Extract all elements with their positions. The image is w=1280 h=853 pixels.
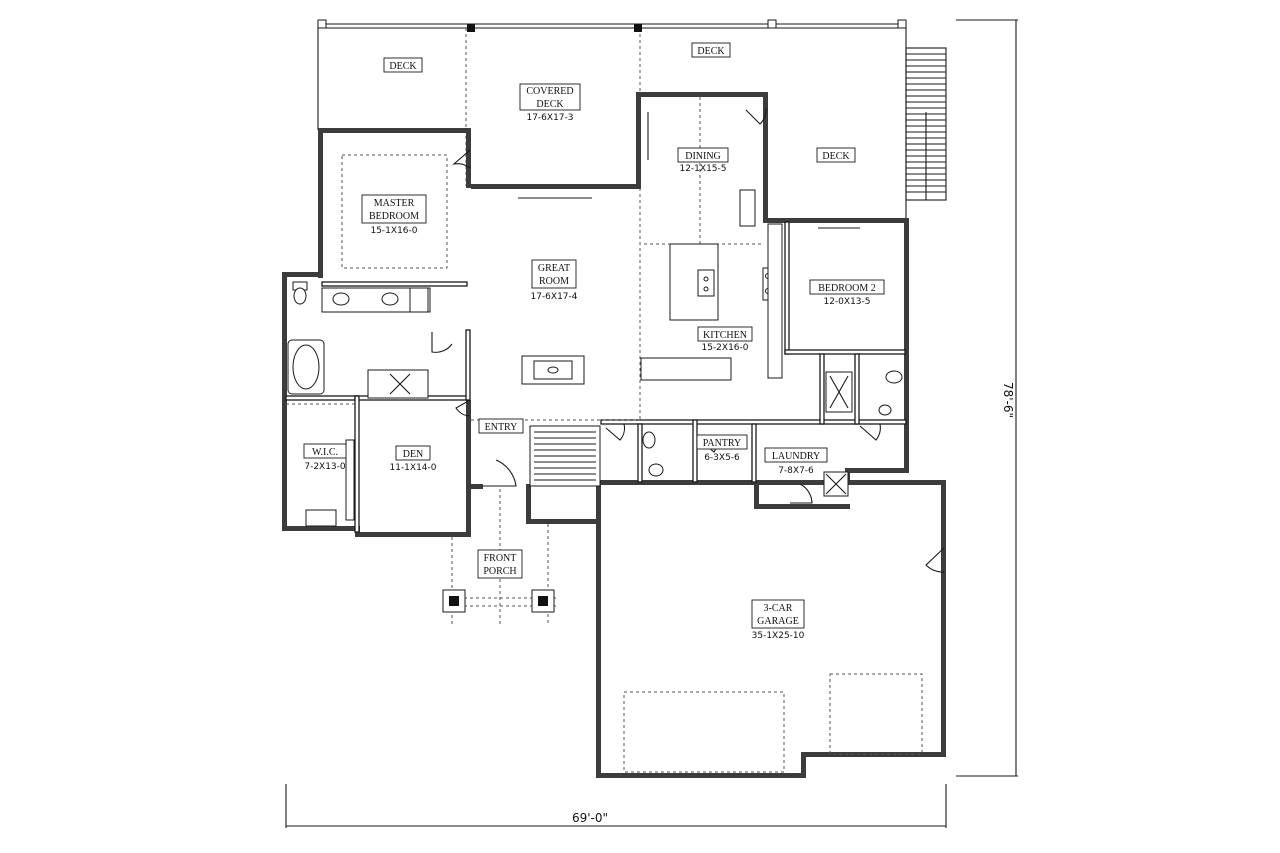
svg-text:GREAT: GREAT: [538, 263, 570, 274]
svg-text:PORCH: PORCH: [483, 566, 516, 577]
room-label-covered-deck: COVERED DECK 17-6X17-3: [519, 83, 581, 123]
svg-text:PANTRY: PANTRY: [703, 438, 742, 449]
svg-text:BEDROOM 2: BEDROOM 2: [818, 283, 876, 294]
room-label-laundry: LAUNDRY 7-8X7-6: [764, 447, 828, 476]
room-label-pantry: PANTRY 6-3X5-6: [696, 434, 748, 463]
svg-text:DECK: DECK: [822, 151, 850, 162]
svg-text:GARAGE: GARAGE: [757, 616, 799, 627]
interior-walls: [285, 221, 907, 533]
svg-text:3-CAR: 3-CAR: [764, 603, 793, 614]
svg-text:DECK: DECK: [697, 46, 725, 57]
svg-text:KITCHEN: KITCHEN: [703, 330, 747, 341]
svg-text:17-6X17-4: 17-6X17-4: [530, 292, 577, 302]
room-label-deck-top: DECK: [691, 42, 731, 58]
svg-text:15-2X16-0: 15-2X16-0: [701, 343, 748, 353]
room-label-wic: W.I.C. 7-2X13-0: [303, 443, 347, 472]
room-label-entry: ENTRY: [478, 418, 524, 434]
room-label-bedroom-2: BEDROOM 2 12-0X13-5: [809, 279, 885, 307]
svg-text:LAUNDRY: LAUNDRY: [772, 451, 820, 462]
svg-text:ENTRY: ENTRY: [485, 422, 518, 433]
svg-text:7-2X13-0: 7-2X13-0: [304, 462, 346, 472]
svg-text:W.I.C.: W.I.C.: [312, 447, 338, 458]
room-label-front-porch: FRONT PORCH: [477, 549, 523, 579]
room-label-deck-right: DECK: [816, 147, 856, 163]
room-label-garage: 3-CAR GARAGE 35-1X25-10: [751, 599, 805, 641]
room-label-dining: DINING 12-1X15-5: [677, 147, 729, 174]
room-label-den: DEN 11-1X14-0: [389, 445, 437, 473]
dimension-depth: 78'-6": [956, 19, 1018, 777]
deck-outline: [317, 19, 907, 222]
svg-text:17-6X17-3: 17-6X17-3: [526, 113, 573, 123]
room-label-deck-left: DECK: [383, 57, 423, 73]
dimension-width: 69'-0": [285, 784, 947, 828]
svg-text:69'-0": 69'-0": [572, 811, 608, 825]
svg-text:78'-6": 78'-6": [1001, 382, 1015, 418]
walls: [282, 92, 946, 778]
svg-text:ROOM: ROOM: [539, 276, 569, 287]
svg-text:DECK: DECK: [536, 99, 564, 110]
room-label-master-bedroom: MASTER BEDROOM 15-1X16-0: [361, 194, 427, 236]
deck-stairs: [905, 47, 947, 201]
svg-text:FRONT: FRONT: [484, 553, 517, 564]
doors: [431, 107, 945, 573]
svg-text:MASTER: MASTER: [374, 198, 415, 209]
svg-text:35-1X25-10: 35-1X25-10: [752, 631, 805, 641]
svg-text:BEDROOM: BEDROOM: [369, 211, 419, 222]
svg-text:12-1X15-5: 12-1X15-5: [679, 164, 726, 174]
room-label-great-room: GREAT ROOM 17-6X17-4: [530, 259, 578, 302]
svg-text:COVERED: COVERED: [526, 86, 573, 97]
svg-text:15-1X16-0: 15-1X16-0: [370, 226, 417, 236]
svg-text:7-8X7-6: 7-8X7-6: [778, 466, 814, 476]
svg-text:DECK: DECK: [389, 61, 417, 72]
fixtures: [287, 189, 903, 613]
svg-text:DEN: DEN: [403, 449, 424, 460]
svg-text:11-1X14-0: 11-1X14-0: [389, 463, 436, 473]
svg-text:DINING: DINING: [685, 151, 721, 162]
svg-text:12-0X13-5: 12-0X13-5: [823, 297, 870, 307]
room-label-kitchen: KITCHEN 15-2X16-0: [697, 326, 753, 353]
svg-text:6-3X5-6: 6-3X5-6: [704, 453, 740, 463]
